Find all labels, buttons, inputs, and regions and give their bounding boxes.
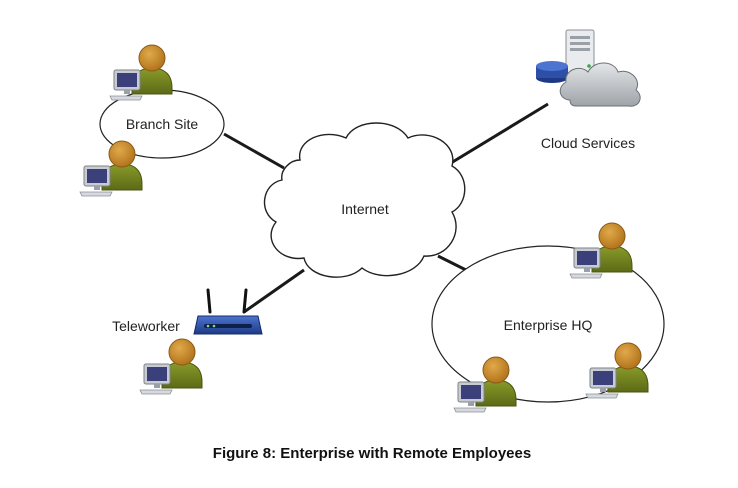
branch-workstation-1 bbox=[109, 44, 173, 101]
cloud-icon bbox=[559, 62, 641, 107]
links bbox=[223, 102, 549, 314]
cloud-services: Cloud Services bbox=[536, 29, 641, 151]
branch-workstation-2 bbox=[79, 140, 143, 197]
link-cloud-internet bbox=[445, 102, 549, 168]
link-hq-internet bbox=[437, 254, 467, 272]
branch-site: Branch Site bbox=[79, 44, 225, 197]
internet-cloud: Internet bbox=[263, 122, 466, 278]
server-icon bbox=[565, 29, 595, 75]
enterprise-hq: Enterprise HQ bbox=[431, 222, 665, 413]
teleworker: Teleworker bbox=[112, 288, 263, 395]
enterprise-hq-label: Enterprise HQ bbox=[504, 317, 593, 333]
link-branch-internet bbox=[223, 132, 285, 170]
internet-label: Internet bbox=[341, 201, 389, 217]
database-icon bbox=[536, 61, 568, 83]
cloud-services-label: Cloud Services bbox=[541, 135, 635, 151]
branch-site-label: Branch Site bbox=[126, 116, 199, 132]
router-icon bbox=[193, 288, 263, 335]
teleworker-label: Teleworker bbox=[112, 318, 180, 334]
figure-caption: Figure 8: Enterprise with Remote Employe… bbox=[213, 445, 531, 462]
teleworker-workstation bbox=[139, 338, 203, 395]
link-teleworker-internet bbox=[243, 268, 305, 314]
